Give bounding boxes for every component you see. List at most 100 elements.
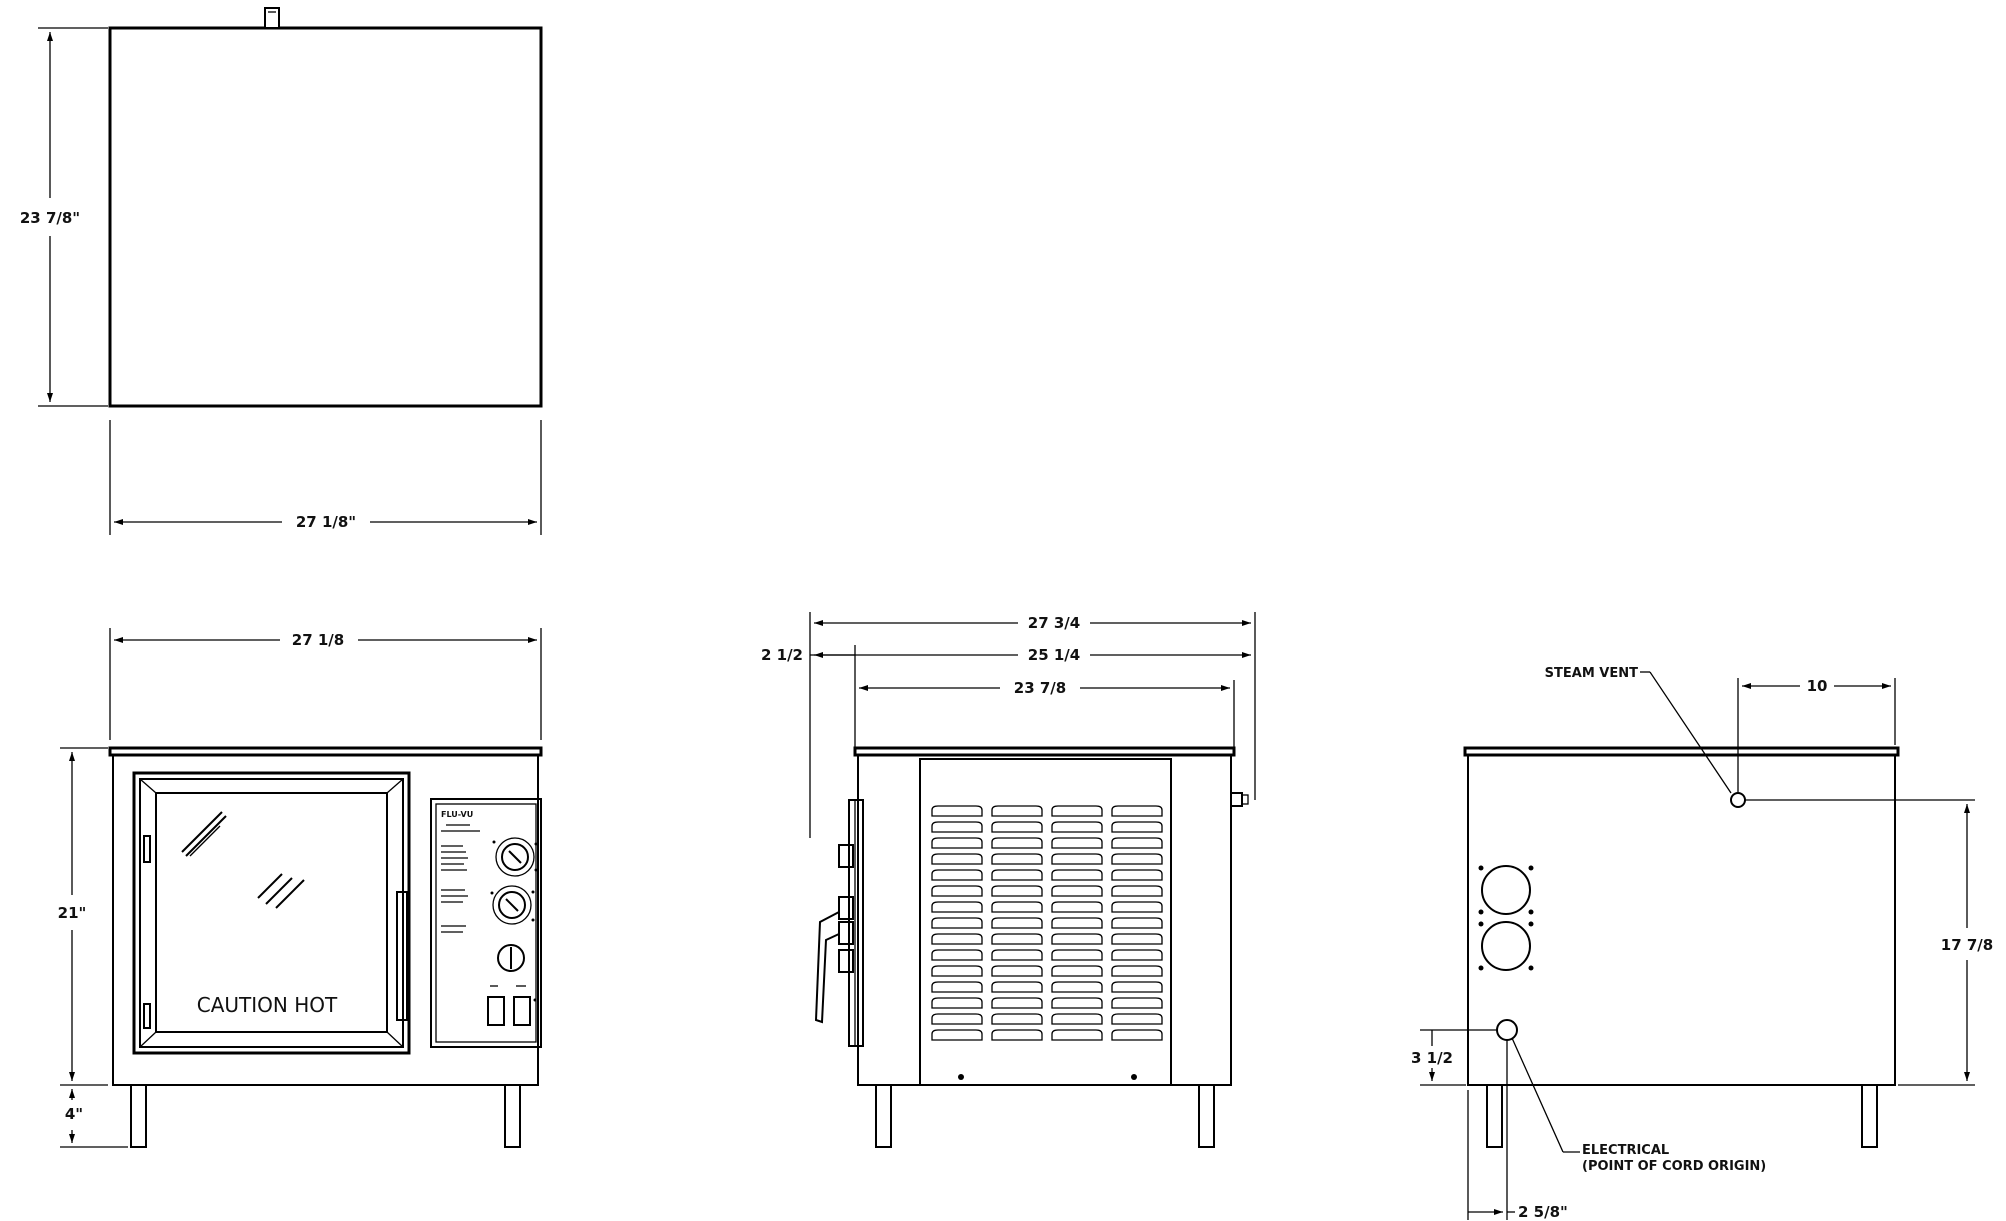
louver [1051,853,1103,865]
louver [1111,1029,1163,1041]
rear-vent-offset-label: 10 [1807,677,1828,695]
louver [1111,837,1163,849]
top-width-dimension: 27 1/8" [109,420,542,535]
top-depth-dimension: 23 7/8" [20,27,108,407]
rear-elec-offset-label: 2 5/8" [1518,1203,1568,1221]
rear-vent-offset-dimension: 10 [1737,677,1896,792]
side-body [857,754,1232,1086]
louver [1111,805,1163,817]
louver [1051,869,1103,881]
front-leg-right [504,1084,521,1148]
louver [931,933,983,945]
louver [1051,821,1103,833]
rear-leg-right [1861,1084,1878,1148]
louver [931,869,983,881]
louver [1111,901,1163,913]
louver [1051,837,1103,849]
louver [1111,821,1163,833]
louver [931,997,983,1009]
louver [1051,997,1103,1009]
rear-leg-left [1486,1084,1503,1148]
electrical-port [1496,1019,1518,1041]
louver [1111,933,1163,945]
electrical-label-2: (POINT OF CORD ORIGIN) [1582,1159,1766,1174]
louver [931,821,983,833]
louver [1051,933,1103,945]
rear-view: STEAM VENT ELECTRICAL (POINT OF CORD ORI… [1411,666,1993,1221]
rear-elec-offset-dimension: 2 5/8" [1467,1040,1568,1221]
louver [991,853,1043,865]
louver [1051,981,1103,993]
louver [991,933,1043,945]
louver [1111,1013,1163,1025]
front-leg-left [130,1084,147,1148]
side-door-handle[interactable] [814,911,840,1024]
steam-vent-port [1730,792,1746,808]
timer-knob[interactable] [501,843,529,871]
front-height-label: 21" [58,904,87,922]
rear-vent-height-dimension: 17 7/8 [1898,804,1993,1086]
side-offset-label: 2 1/2 [761,646,803,664]
front-leg-height-label: 4" [65,1105,83,1123]
louver [1051,885,1103,897]
louver [1051,949,1103,961]
side-drain [1230,792,1243,807]
side-louver-panel [919,758,1172,1086]
side-overall-label: 27 3/4 [1028,614,1080,632]
oven-door: CAUTION HOT [132,771,411,1055]
caution-label: CAUTION HOT [197,993,338,1017]
louver [991,965,1043,977]
rear-elec-height-label: 3 1/2 [1411,1049,1453,1067]
side-dimensions: 27 3/4 25 1/4 2 1/2 23 7/8 [761,612,1256,838]
louver [1051,1029,1103,1041]
louver [991,885,1043,897]
power-switch[interactable] [487,996,505,1026]
front-view: 27 1/8 CAUTION HOT [58,628,543,1148]
top-view-outline [108,26,543,408]
steam-vent-stub [264,7,280,29]
temperature-knob[interactable] [498,891,526,919]
side-top-lip [853,746,1236,757]
louver [931,1029,983,1041]
louver [991,869,1043,881]
louver [931,949,983,961]
louver [931,853,983,865]
rear-body [1467,754,1896,1086]
rear-vent-height-label: 17 7/8 [1941,936,1993,954]
top-view: 23 7/8" 27 1/8" [20,7,543,535]
side-leg-left [875,1084,892,1148]
louver [991,949,1043,961]
humidity-knob[interactable] [497,944,525,972]
louver [1111,949,1163,961]
louver [1111,917,1163,929]
louver [1111,981,1163,993]
side-leg-right [1198,1084,1215,1148]
panel-brand: FLU-VU [441,810,473,819]
side-door-edge [814,799,864,1047]
louver [1051,901,1103,913]
louver [931,965,983,977]
top-width-label: 27 1/8" [296,513,356,531]
side-louvers [931,805,1163,1041]
front-height-dimension: 21" 4" [58,747,128,1148]
louver [931,885,983,897]
louver [1111,965,1163,977]
louver [991,837,1043,849]
louver [931,1013,983,1025]
louver [931,917,983,929]
louver [1051,1013,1103,1025]
front-top-lip [108,746,543,757]
door-handle[interactable] [396,891,408,1021]
louver [1051,965,1103,977]
front-body [112,754,539,1086]
side-body-label: 23 7/8 [1014,679,1066,697]
rear-elec-height-dimension: 3 1/2 [1411,1029,1497,1086]
louver [991,901,1043,913]
electrical-label-1: ELECTRICAL [1582,1143,1669,1158]
louver [1111,853,1163,865]
louver [1111,997,1163,1009]
front-width-label: 27 1/8 [292,631,344,649]
light-switch[interactable] [513,996,531,1026]
louver [931,981,983,993]
louver [991,805,1043,817]
